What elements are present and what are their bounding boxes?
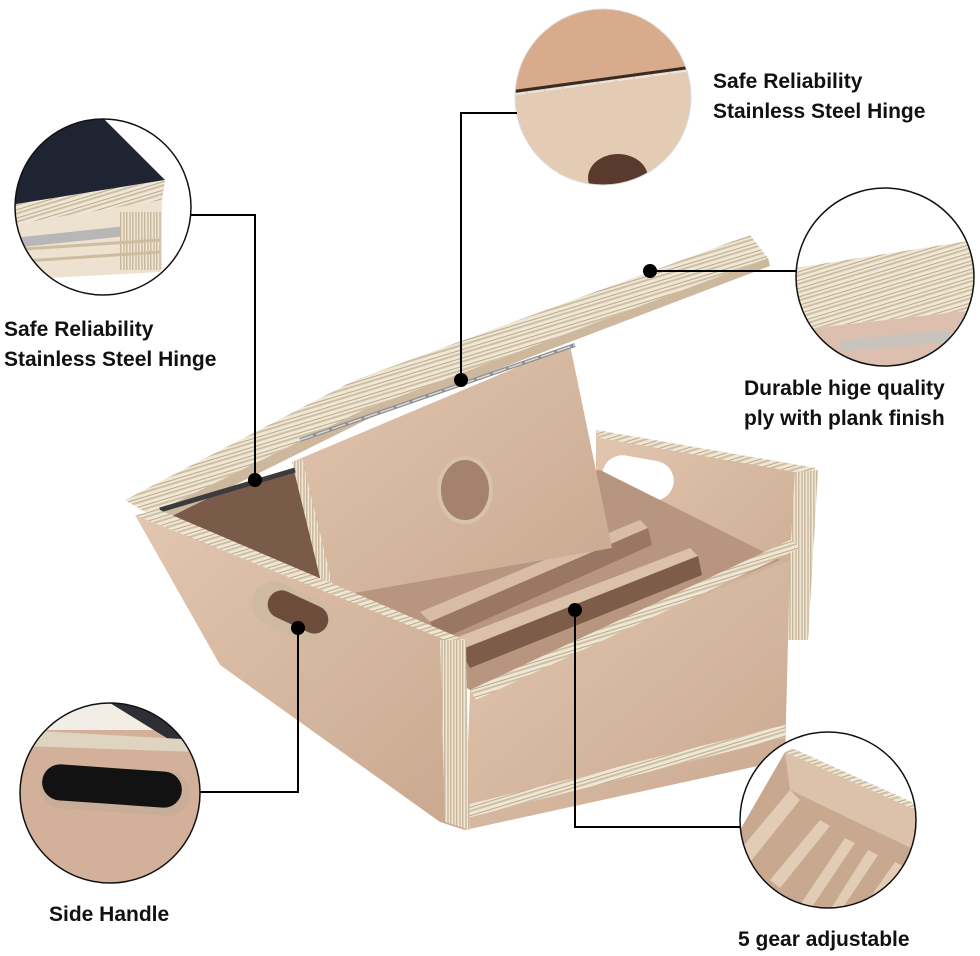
label-ply: Durable hige quality ply with plank fini… [744,374,945,434]
main-box [125,235,818,830]
label-hinge-top: Safe Reliability Stainless Steel Hinge [713,67,925,127]
label-line: Stainless Steel Hinge [4,348,217,371]
label-line: Safe Reliability [713,70,863,93]
label-line: Side Handle [49,903,170,926]
label-side-handle: Side Handle [49,900,169,930]
label-line: 5 gear adjustable [738,928,910,951]
label-line: ply with plank finish [744,407,945,430]
label-hinge-left: Safe Reliability Stainless Steel Hinge [4,315,216,375]
callout-hinge-left [14,118,262,487]
label-line: Durable hige quality [744,377,945,400]
side-handle-cutout [251,581,333,643]
label-gear: 5 gear adjustable [738,925,910,955]
callout-hinge-top [454,8,692,387]
label-line: Stainless Steel Hinge [713,100,926,123]
callout-handle [19,621,305,884]
callout-gear [568,603,917,909]
label-line: Safe Reliability [4,318,154,341]
